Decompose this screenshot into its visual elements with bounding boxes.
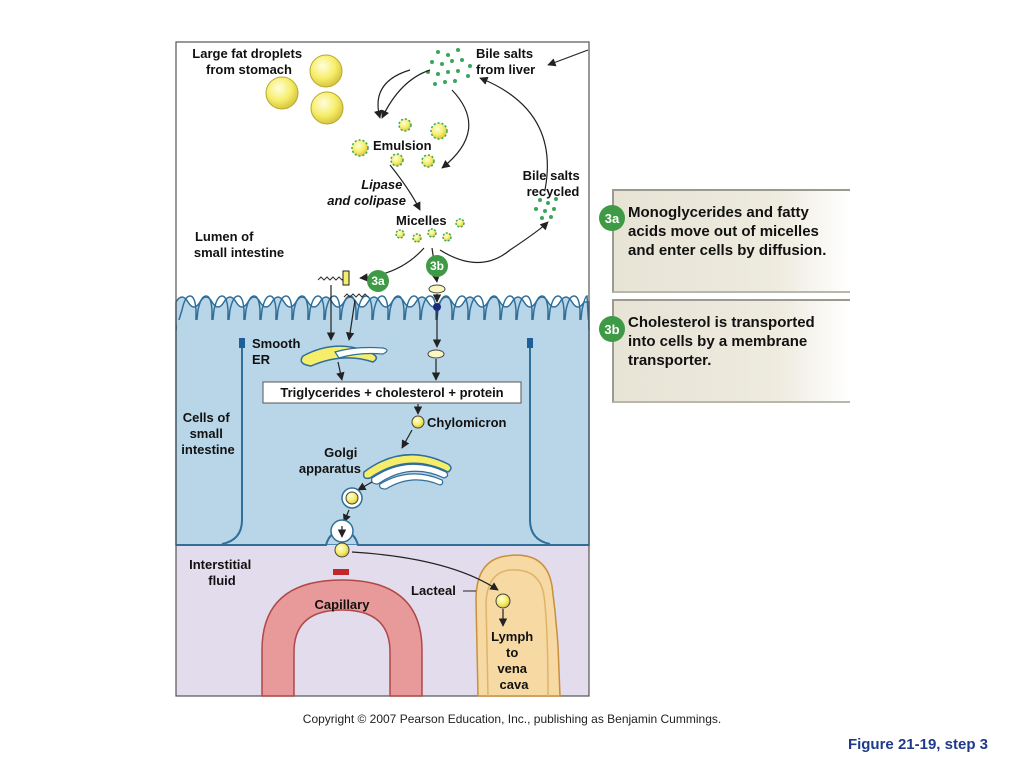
fat-droplet bbox=[265, 76, 299, 110]
triglycerides-box bbox=[262, 381, 522, 404]
cholesterol-inside bbox=[427, 349, 445, 359]
arrow-emulsion-to-micelles bbox=[389, 164, 421, 211]
arrow-mg-to-er bbox=[345, 299, 356, 341]
arrow-golgi-to-vesicle bbox=[357, 481, 373, 491]
callout-3a bbox=[612, 189, 850, 293]
callout-3b bbox=[612, 299, 850, 403]
panel-border bbox=[175, 41, 590, 697]
bile-salts-cluster bbox=[426, 48, 472, 86]
callout-text-3a: Monoglycerides and fatty acids move out … bbox=[628, 204, 827, 259]
tight-junction-right bbox=[527, 338, 533, 348]
label-smooth-er: Smooth ER bbox=[252, 336, 304, 367]
cell-body-fill bbox=[177, 320, 588, 544]
cell-boundary-right bbox=[529, 340, 551, 545]
lumen-region bbox=[176, 42, 589, 302]
arrow-droplets-to-emulsion bbox=[373, 69, 411, 119]
label-fat-droplets: Large fat droplets from stomach bbox=[192, 46, 305, 77]
arrow-into-bile bbox=[547, 49, 589, 67]
monoglyceride bbox=[342, 270, 350, 286]
arrow-chylo-to-golgi bbox=[401, 429, 413, 449]
label-emulsion: Emulsion bbox=[373, 138, 432, 153]
label-golgi: Golgi apparatus bbox=[299, 445, 361, 476]
fat-droplet bbox=[309, 54, 343, 88]
svg-text:3b: 3b bbox=[430, 259, 444, 273]
triglycerides-label: Triglycerides + cholesterol + protein bbox=[280, 385, 503, 400]
svg-text:3a: 3a bbox=[371, 274, 385, 288]
label-interstitial: Interstitial fluid bbox=[189, 557, 255, 588]
callout-badge-3a: 3a bbox=[599, 205, 625, 231]
released-chylomicron bbox=[334, 542, 350, 558]
golgi-apparatus bbox=[362, 453, 452, 490]
membrane-transporter bbox=[433, 303, 441, 311]
chylomicron bbox=[411, 415, 425, 429]
label-capillary: Capillary bbox=[315, 597, 371, 612]
cell-boundary-left bbox=[221, 340, 243, 545]
label-lipase: Lipase and colipase bbox=[327, 177, 406, 208]
label-bile-from-liver: Bile salts from liver bbox=[476, 46, 537, 77]
emulsion-droplets bbox=[351, 118, 448, 168]
fat-droplet bbox=[310, 91, 344, 125]
figure-caption: Figure 21-19, step 3 bbox=[847, 736, 988, 753]
arrow-micelles-to-recycled bbox=[439, 221, 549, 263]
label-lacteal: Lacteal bbox=[411, 583, 456, 598]
lacteal-inner bbox=[485, 569, 549, 697]
callout-badge-3b: 3b bbox=[599, 316, 625, 342]
lacteal-chylomicron bbox=[495, 593, 511, 609]
vesicle-chylomicron bbox=[345, 491, 359, 505]
label-bile-recycled: Bile salts recycled bbox=[523, 168, 584, 199]
capillary bbox=[261, 579, 423, 697]
micelles bbox=[395, 218, 465, 243]
arrow-to-lacteal bbox=[351, 551, 499, 591]
cholesterol bbox=[428, 284, 446, 294]
arrow-er-to-box bbox=[336, 361, 345, 381]
label-chylomicron: Chylomicron bbox=[427, 415, 507, 430]
tight-junction-left bbox=[239, 338, 245, 348]
fatty-acid-squiggle bbox=[343, 293, 369, 298]
label-micelles: Micelles bbox=[396, 213, 447, 228]
bile-salts-recycled-cluster bbox=[534, 197, 558, 220]
label-cells: Cells of small intestine bbox=[181, 410, 234, 457]
smooth-er bbox=[300, 345, 388, 367]
copyright-notice: Copyright © 2007 Pearson Education, Inc.… bbox=[302, 712, 722, 726]
label-lumen: Lumen of small intestine bbox=[194, 229, 284, 260]
badge-3a-inline: 3a bbox=[367, 270, 389, 292]
callout-text-3b: Cholesterol is transported into cells by… bbox=[628, 314, 815, 369]
arrow-bile-to-emulsion bbox=[381, 69, 431, 119]
arrow-recycled-to-bile bbox=[479, 76, 548, 191]
label-lymph: Lymph to vena cava bbox=[491, 629, 537, 692]
microvilli bbox=[175, 295, 590, 331]
capillary-pore bbox=[333, 569, 349, 575]
badge-3b-inline: 3b bbox=[426, 255, 448, 277]
arrow-micelles-to-3a bbox=[359, 247, 425, 282]
arrow-bile-to-micelles bbox=[441, 89, 470, 169]
